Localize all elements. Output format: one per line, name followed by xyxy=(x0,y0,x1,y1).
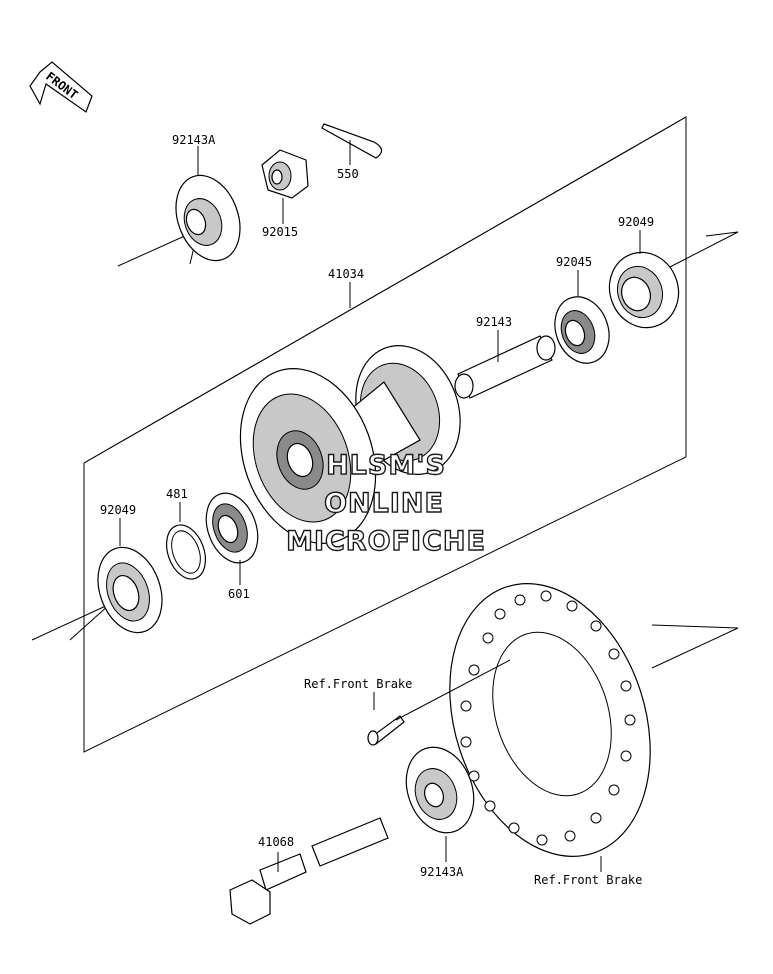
label-550: 550 xyxy=(337,167,359,181)
seal-92049-right xyxy=(608,230,680,329)
label-92143a-bottom: 92143A xyxy=(420,865,464,879)
nut-92015 xyxy=(261,149,309,224)
collar-92143a-bottom xyxy=(405,746,475,862)
brake-disc xyxy=(449,583,651,872)
circlip-481 xyxy=(165,502,207,580)
label-92045: 92045 xyxy=(556,255,592,269)
label-41068: 41068 xyxy=(258,835,294,849)
spacer-92143 xyxy=(454,330,556,399)
label-ref-front-brake-upper: Ref.Front Brake xyxy=(304,677,412,691)
bearing-92045 xyxy=(554,270,610,364)
label-41034: 41034 xyxy=(328,267,364,281)
label-481: 481 xyxy=(166,487,188,501)
watermark-line3: MICROFICHE xyxy=(286,526,486,557)
label-92143: 92143 xyxy=(476,315,512,329)
bearing-601 xyxy=(205,492,259,585)
hub-41034 xyxy=(239,282,461,544)
watermark: HLSM'S ONLINE MICROFICHE xyxy=(285,449,486,557)
cotter-pin-550 xyxy=(321,123,383,165)
assembly-box xyxy=(83,116,687,753)
axle-41068 xyxy=(229,817,389,925)
watermark-line2: ONLINE xyxy=(324,488,444,519)
label-92049-right: 92049 xyxy=(618,215,654,229)
label-92049-left: 92049 xyxy=(100,503,136,517)
disc-bolt xyxy=(367,659,511,746)
collar-92143a-top xyxy=(175,146,241,262)
label-ref-front-brake-lower: Ref.Front Brake xyxy=(534,873,642,887)
seal-92049-left xyxy=(97,518,163,634)
watermark-line1: HLSM'S xyxy=(326,450,446,481)
label-92015: 92015 xyxy=(262,225,298,239)
front-arrow-badge: FRONT xyxy=(29,61,93,113)
label-92143a-top: 92143A xyxy=(172,133,216,147)
label-601: 601 xyxy=(228,587,250,601)
